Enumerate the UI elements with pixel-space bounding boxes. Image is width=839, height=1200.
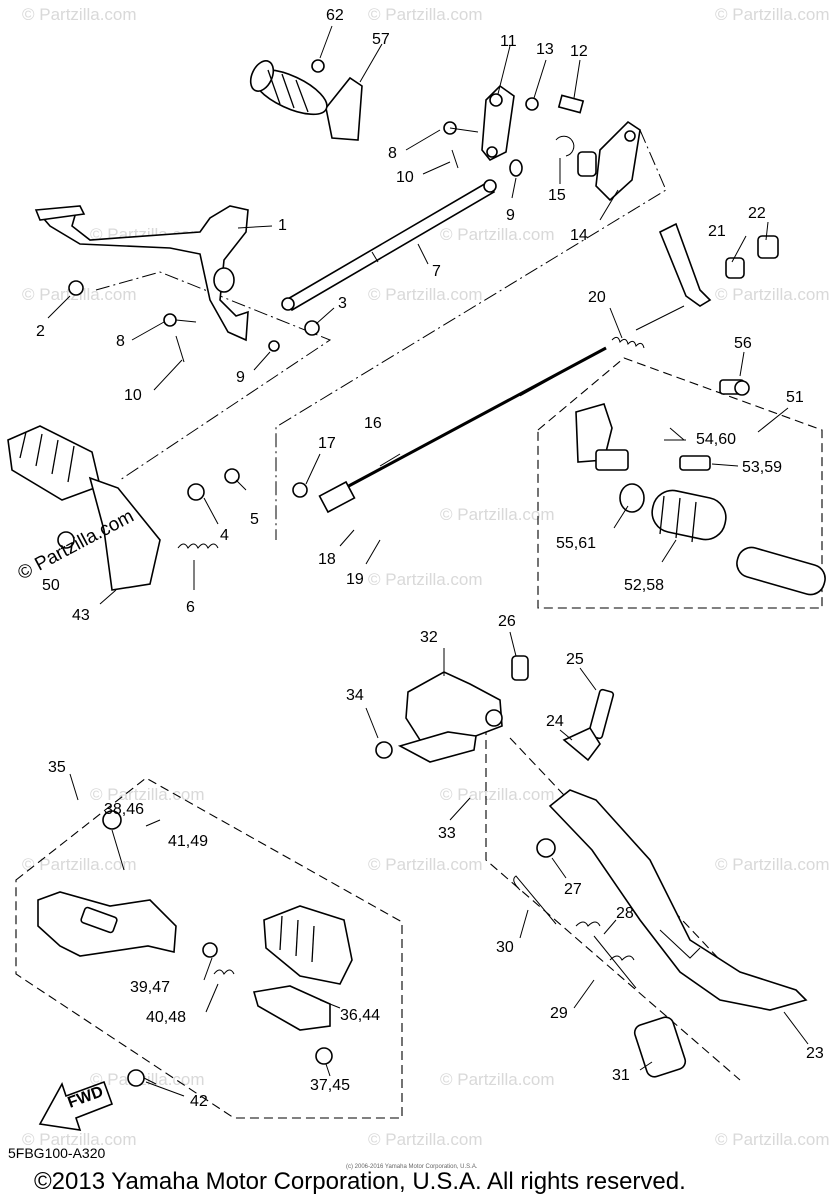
part-label: 50 (42, 577, 60, 594)
part-label: 2 (36, 323, 45, 340)
part-label: 35 (48, 759, 66, 776)
pedal-1 (34, 205, 320, 363)
part-label: 31 (612, 1067, 630, 1084)
part-label: 28 (616, 905, 634, 922)
parts-artwork: FWD © Partzilla.com (7, 59, 826, 1131)
assembly-outlines (15, 129, 823, 1119)
part-label: 8 (116, 333, 125, 350)
part-label: 9 (236, 369, 245, 386)
fine-print: (c) 2006-2016 Yamaha Motor Corporation, … (346, 1164, 478, 1170)
watermark: © Partzilla.com (440, 225, 555, 244)
shift-shaft-arm-14 (577, 120, 641, 202)
part-label: 51 (786, 389, 804, 406)
part-label: 24 (546, 713, 564, 730)
part-label: 53,59 (742, 459, 782, 476)
watermark: © Partzilla.com (715, 1130, 830, 1149)
watermark: © Partzilla.com (368, 1130, 483, 1149)
copyright-line: ©2013 Yamaha Motor Corporation, U.S.A. A… (34, 1168, 686, 1195)
watermark: © Partzilla.com (22, 1130, 137, 1149)
diagram-code: 5FBG100-A320 (8, 1145, 105, 1161)
part-label: 23 (806, 1045, 824, 1062)
watermark: © Partzilla.com (368, 5, 483, 24)
watermark: © Partzilla.com (440, 1070, 555, 1089)
shift-arm-11 (443, 84, 585, 177)
part-label: 40,48 (146, 1009, 186, 1026)
part-label: 3 (338, 295, 347, 312)
footpeg-bracket-57 (249, 59, 363, 141)
part-label: 29 (550, 1005, 568, 1022)
shift-rod-7 (281, 179, 497, 312)
part-number-labels: 62 57 11 13 12 8 10 9 15 14 1 7 22 21 2 … (36, 7, 824, 1110)
part-label: 18 (318, 551, 336, 568)
part-label: 41,49 (168, 833, 208, 850)
part-label: 62 (326, 7, 344, 24)
part-label: 1 (278, 217, 287, 234)
watermark: © Partzilla.com (368, 285, 483, 304)
part-label: 10 (124, 387, 142, 404)
part-label: 30 (496, 939, 514, 956)
leader-lines (47, 25, 809, 1097)
watermark: © Partzilla.com (715, 5, 830, 24)
watermark: © Partzilla.com (440, 505, 555, 524)
lever-21-22 (658, 222, 779, 307)
part-label: 15 (548, 187, 566, 204)
part-label: 33 (438, 825, 456, 842)
part-label: 6 (186, 599, 195, 616)
part-label: 7 (432, 263, 441, 280)
part-label: 17 (318, 435, 336, 452)
part-label: 54,60 (696, 431, 736, 448)
part-label: 34 (346, 687, 364, 704)
fwd-arrow-icon: FWD (38, 1080, 114, 1131)
part-label: 42 (190, 1093, 208, 1110)
part-label: 52,58 (624, 577, 664, 594)
sidestand-23 (513, 688, 808, 1078)
watermark: © Partzilla.com (22, 5, 137, 24)
sidestand-bracket-32 (375, 655, 529, 763)
part-label: 25 (566, 651, 584, 668)
rider-footpeg (7, 425, 240, 591)
watermark: © Partzilla.com (22, 855, 137, 874)
part-label: 13 (536, 41, 554, 58)
part-label: 12 (570, 43, 588, 60)
part-label: 55,61 (556, 535, 596, 552)
watermark: © Partzilla.com (715, 285, 830, 304)
part-label: 21 (708, 223, 726, 240)
part-label: 11 (500, 33, 517, 50)
part-label: 38,46 (104, 801, 144, 818)
part-label: 26 (498, 613, 516, 630)
part-label: 14 (570, 227, 588, 244)
part-label: 32 (420, 629, 438, 646)
part-label: 56 (734, 335, 752, 352)
part-label: 8 (388, 145, 397, 162)
part-label: 43 (72, 607, 90, 624)
part-label: 36,44 (340, 1007, 380, 1024)
part-label: 22 (748, 205, 766, 222)
part-label: 5 (250, 511, 259, 528)
part-label: 27 (564, 881, 582, 898)
part-label: 20 (588, 289, 606, 306)
watermark: © Partzilla.com (368, 570, 483, 589)
brake-rod-16 (292, 305, 685, 514)
part-label: 16 (364, 415, 382, 432)
part-label: 10 (396, 169, 414, 186)
rear-footrest-51 (575, 379, 826, 596)
part-label: 4 (220, 527, 229, 544)
watermark: © Partzilla.com (440, 785, 555, 804)
part-label: 37,45 (310, 1077, 350, 1094)
part-label: 39,47 (130, 979, 170, 996)
part-label: 9 (506, 207, 515, 224)
part-label: 19 (346, 571, 364, 588)
passenger-footrest-35 (37, 810, 353, 1087)
watermark: © Partzilla.com (715, 855, 830, 874)
watermark: © Partzilla.com (368, 855, 483, 874)
part-label: 57 (372, 31, 390, 48)
